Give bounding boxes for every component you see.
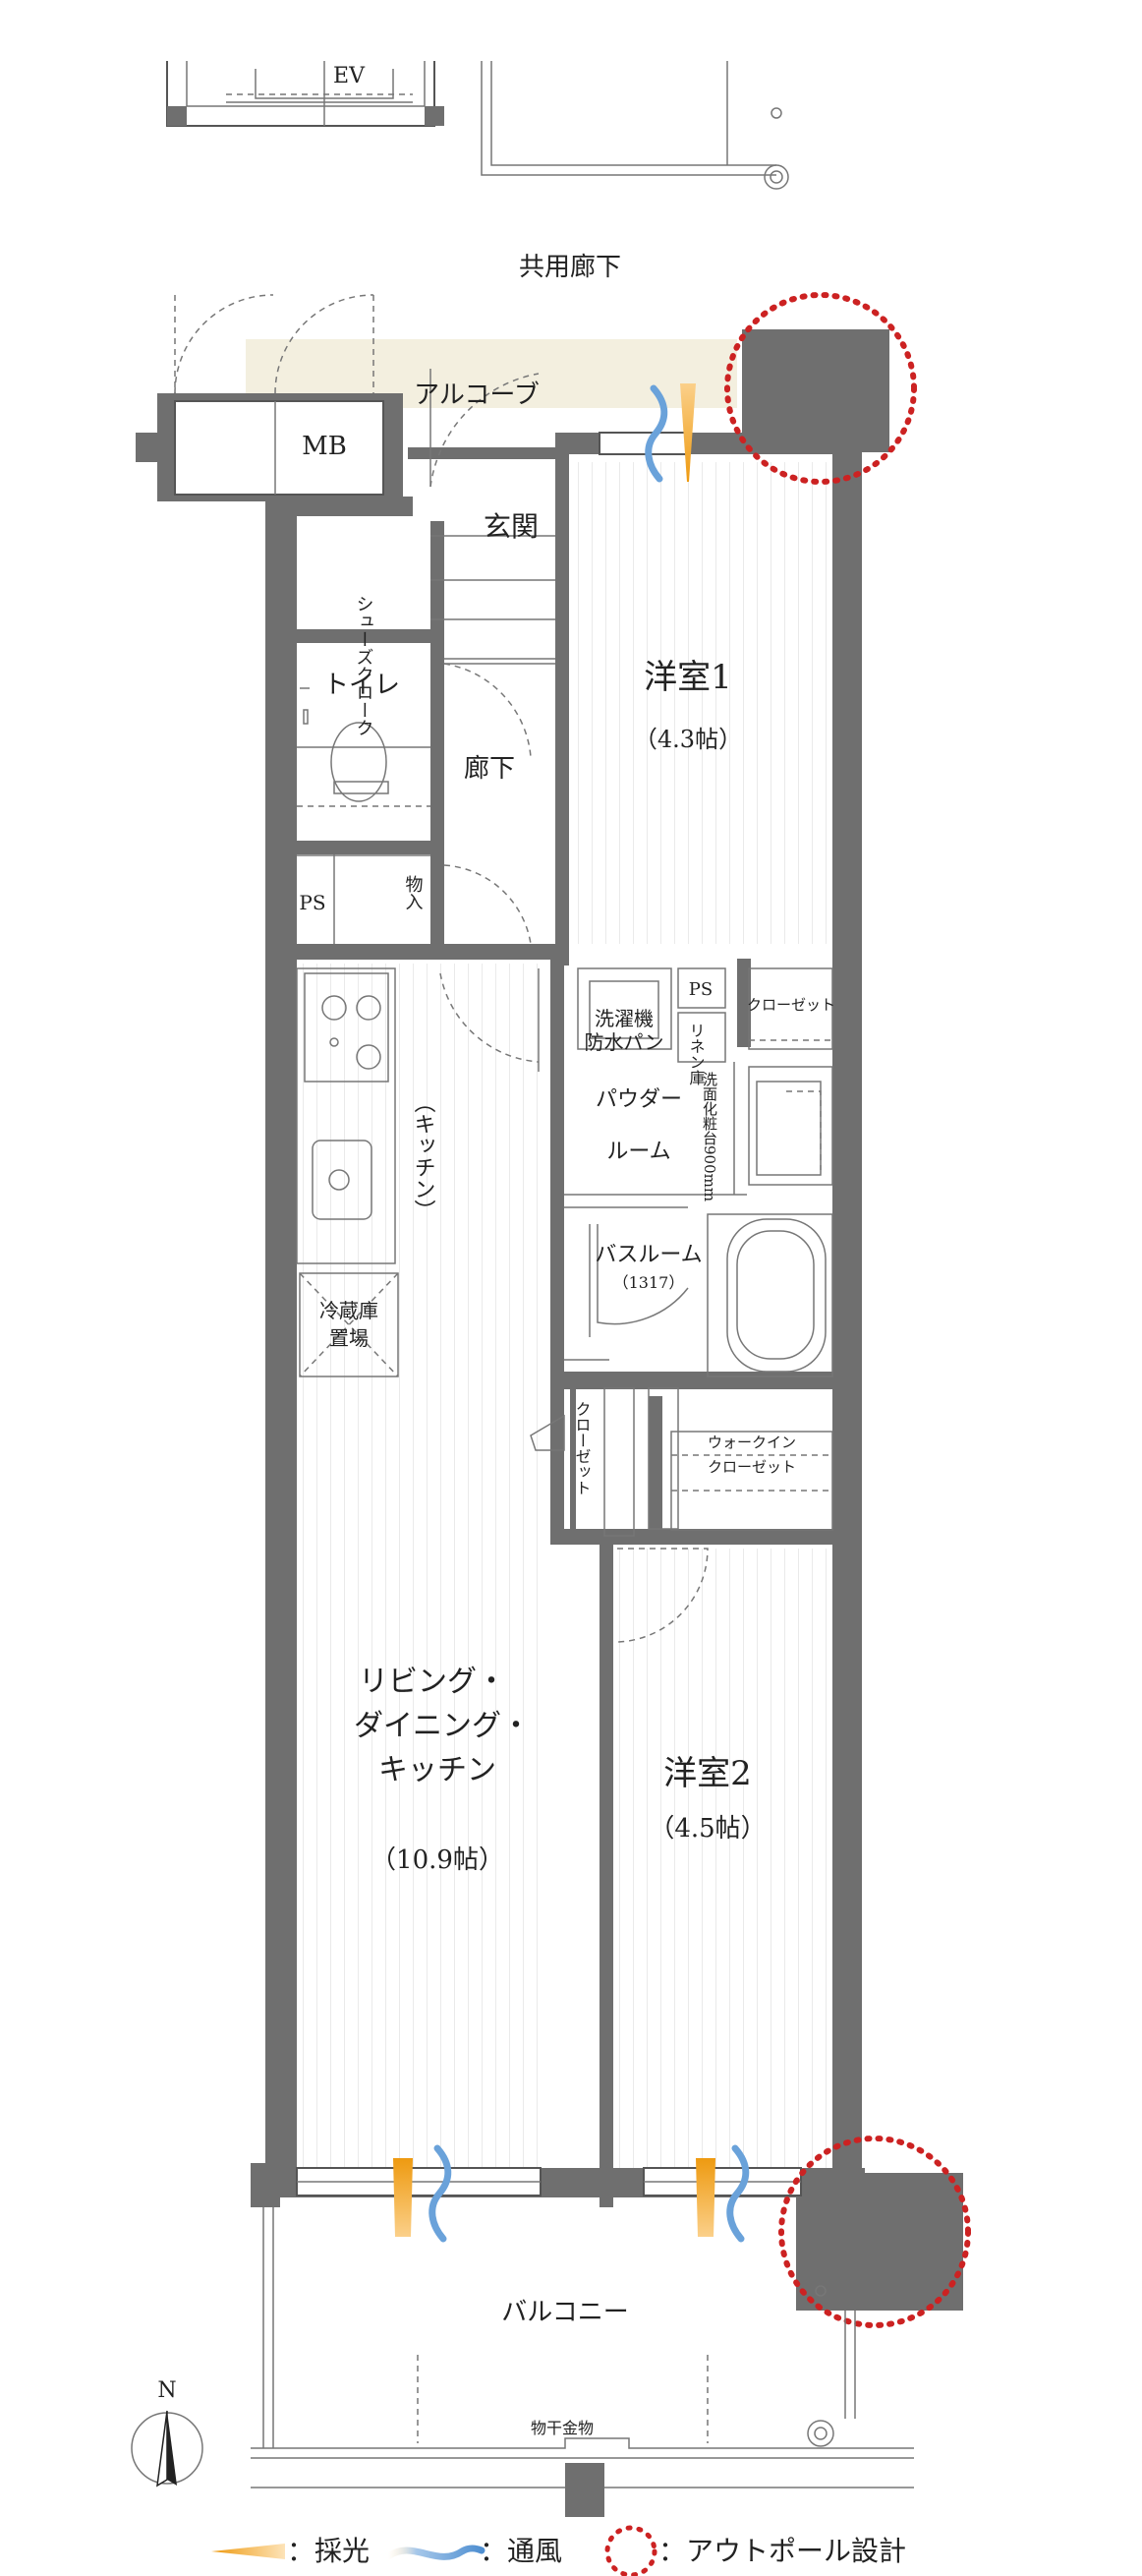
ps-label-1: PS xyxy=(299,891,325,914)
daylight-legend-icon xyxy=(211,2544,285,2559)
wind-arrow-top xyxy=(645,384,668,483)
ev-label: EV xyxy=(333,64,366,88)
kitchen-label: （キッチン） xyxy=(411,1091,436,1221)
drying-hardware-label: 物干金物 xyxy=(531,2419,594,2437)
compass: N xyxy=(131,2378,203,2488)
ldk-label-line3: キッチン xyxy=(378,1753,496,1787)
shoe-closet-label: シューズクローク xyxy=(354,595,374,736)
wic-label-line1: ウォークイン xyxy=(708,1434,796,1451)
wind-legend-icon xyxy=(384,2545,485,2560)
western-room-2-size: （4.5帖） xyxy=(649,1814,766,1844)
legend-outpole: ：アウトポール設計 xyxy=(658,2535,906,2567)
legend: ：採光 ：通風 ：アウトポール設計 xyxy=(211,2525,906,2576)
elevator-hall: EV xyxy=(166,61,789,190)
balcony-label: バルコニー xyxy=(501,2298,628,2327)
entry-area xyxy=(297,369,555,1072)
fridge-label-line1: 冷蔵庫 xyxy=(319,1299,378,1322)
hallway-label: 廊下 xyxy=(464,754,515,784)
western-room-1-label: 洋室1 xyxy=(644,658,732,697)
closet2-label: クローゼット xyxy=(573,1401,592,1495)
room1-floor xyxy=(569,462,832,944)
meter-box: MB xyxy=(136,294,403,501)
balcony: バルコニー 物干金物 xyxy=(251,2163,914,2517)
room2-floor xyxy=(613,1549,832,2168)
wic-label-line2: クローゼット xyxy=(708,1458,796,1476)
ldk-label-line2: ダイニング・ xyxy=(354,1709,531,1743)
utility-area: 洗濯機 防水パン PS リネン庫 クローゼット 洗面化粧台900mm パウダー … xyxy=(530,967,835,1537)
room2-door xyxy=(616,1548,709,1643)
outpole-circle-top xyxy=(724,292,917,485)
washer-label-line2: 防水パン xyxy=(585,1030,664,1054)
north-arrow-icon xyxy=(167,2411,177,2486)
daylight-arrow-ldk xyxy=(393,2158,413,2237)
western-room-2-label: 洋室2 xyxy=(663,1754,752,1793)
powder-label-line2: ルーム xyxy=(606,1140,670,1164)
fridge-label-line2: 置場 xyxy=(329,1326,369,1350)
bathroom-label: バスルーム xyxy=(595,1243,702,1267)
windows xyxy=(296,432,802,2196)
legend-daylight: ：採光 xyxy=(287,2535,370,2567)
ldk-size: （10.9帖） xyxy=(371,1845,504,1875)
ldk-label-line1: リビング・ xyxy=(359,1665,506,1699)
wind-arrow-ldk xyxy=(428,2144,452,2243)
legend-ventilation: ：通風 xyxy=(480,2535,562,2567)
linen-label: リネン庫 xyxy=(687,1023,706,1085)
north-label: N xyxy=(157,2378,176,2403)
alcove-label: アルコーブ xyxy=(414,381,540,410)
ps-label-2: PS xyxy=(689,979,713,1000)
entrance-label: 玄関 xyxy=(484,510,539,543)
ldk-floor xyxy=(297,964,550,2168)
corridor-label: 共用廊下 xyxy=(519,253,621,282)
western-room-1-size: （4.3帖） xyxy=(634,726,742,753)
outpole-legend-icon xyxy=(604,2525,657,2576)
kitchen-area: （キッチン） 冷蔵庫 置場 xyxy=(296,967,436,1377)
toilet-label: トイレ xyxy=(323,671,400,700)
mb-label: MB xyxy=(302,432,347,461)
bathroom-size: （1317） xyxy=(613,1273,685,1292)
closet1-label: クローゼット xyxy=(747,996,835,1014)
wind-arrow-room2 xyxy=(726,2144,750,2243)
storage-label: 物入 xyxy=(403,875,424,910)
vanity-label: 洗面化粧台900mm xyxy=(701,1072,718,1201)
washer-label-line1: 洗濯機 xyxy=(595,1007,654,1030)
outpole-circle-bottom xyxy=(778,2136,971,2328)
room-labels: アルコーブ 玄関 シューズクローク トイレ 廊下 PS 物入 洋室1 （4.3帖… xyxy=(299,381,742,914)
powder-label-line1: パウダー xyxy=(596,1087,682,1112)
daylight-arrow-top xyxy=(680,383,696,482)
daylight-arrow-room2 xyxy=(696,2158,715,2237)
main-room-labels: リビング・ ダイニング・ キッチン （10.9帖） 洋室2 （4.5帖） xyxy=(354,1665,767,1875)
